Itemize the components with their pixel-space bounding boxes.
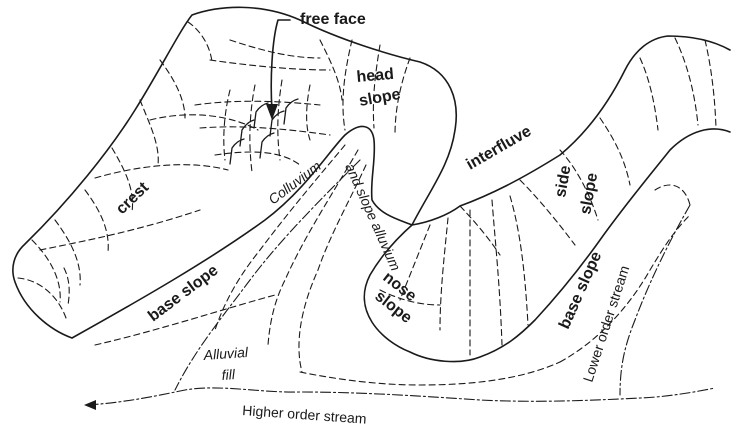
label-crest: crest [113,179,153,218]
base-slope-contours [94,184,691,386]
label-base-slope-right: base slope [556,249,605,332]
free-face-leader [266,19,291,120]
label-side: side [552,164,574,199]
free-face-ticks [229,98,299,165]
nose-slope-contours [379,195,529,356]
label-colluvium: Colluvium [265,157,324,207]
downstream-arrow-icon [84,400,96,410]
front-outline [363,128,731,363]
free-face-contours [194,39,331,173]
label-higher-order-stream: Higher order stream [242,402,367,427]
ridge-outline [12,6,731,339]
head-slope-contours [319,39,411,136]
hollow-contours [214,144,367,373]
label-head: head [356,66,395,86]
side-slope-contours [459,37,717,256]
label-slope-alluvium: and slope alluvium [342,161,404,274]
label-head-slope: slope [358,86,402,110]
label-interfluve: interfluve [464,123,535,174]
label-free-face: free face [300,11,366,28]
label-base-slope-left: base slope [145,262,221,325]
alluvial-stream-line [174,159,361,391]
label-side-slope: slope [577,171,601,215]
label-alluvial: Alluvial [202,344,249,363]
higher-order-stream-line [87,387,716,406]
lower-order-stream-line [619,204,691,396]
label-fill: fill [221,366,236,383]
crest-contours [17,21,259,319]
streams [87,159,716,406]
